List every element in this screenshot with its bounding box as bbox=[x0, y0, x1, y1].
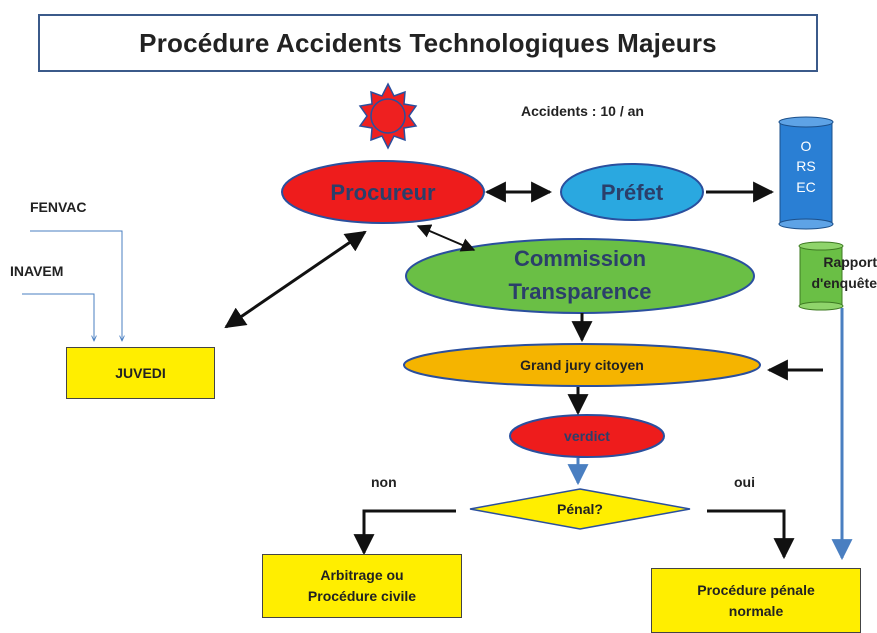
verdict-label: verdict bbox=[564, 428, 610, 444]
procedure-line-1: Procédure pénale bbox=[697, 581, 815, 598]
non-branch-arrow bbox=[353, 509, 456, 556]
commission-label: Commission Transparence bbox=[470, 242, 690, 308]
sun-icon bbox=[358, 82, 418, 150]
procureur-juvedi-arrow bbox=[224, 230, 367, 329]
commission-node bbox=[405, 238, 755, 314]
commission-line-1: Commission bbox=[513, 246, 647, 271]
penal-label: Pénal? bbox=[557, 501, 603, 517]
oui-label: oui bbox=[734, 474, 755, 490]
orsec-line-1: O bbox=[800, 138, 812, 154]
penal-decision-node bbox=[469, 488, 691, 530]
rapport-scroll-icon bbox=[798, 241, 844, 311]
fenvac-juvedi-connector bbox=[30, 230, 122, 341]
inavem-label: INAVEM bbox=[10, 263, 64, 279]
non-label: non bbox=[371, 474, 397, 490]
arbitrage-line-2: Procédure civile bbox=[307, 588, 417, 604]
orsec-scroll-icon bbox=[778, 116, 834, 230]
prefet-label: Préfet bbox=[600, 180, 664, 205]
rapport-line-2: d'enquête bbox=[811, 275, 877, 291]
grand-jury-node bbox=[403, 343, 761, 387]
fenvac-label: FENVAC bbox=[30, 199, 87, 215]
prefet-node bbox=[560, 163, 704, 221]
rapport-label: Rapport d'enquête bbox=[794, 252, 877, 294]
arbitrage-line-1: Arbitrage ou bbox=[320, 567, 404, 583]
procureur-label: Procureur bbox=[330, 180, 436, 205]
procedure-line-2: normale bbox=[728, 602, 784, 619]
commission-line-2: Transparence bbox=[508, 279, 652, 304]
rapport-line-1: Rapport bbox=[823, 254, 877, 270]
grand-jury-label: Grand jury citoyen bbox=[520, 357, 644, 373]
inavem-juvedi-connector bbox=[22, 293, 94, 341]
procureur-node bbox=[281, 160, 485, 224]
oui-branch-arrow bbox=[707, 509, 795, 560]
orsec-label: O RS EC bbox=[780, 136, 832, 197]
diagram-title: Procédure Accidents Technologiques Majeu… bbox=[139, 27, 717, 58]
arbitrage-box: Arbitrage ou Procédure civile bbox=[262, 554, 462, 618]
orsec-line-3: EC bbox=[796, 178, 816, 195]
accidents-label: Accidents : 10 / an bbox=[521, 103, 644, 119]
juvedi-box: JUVEDI bbox=[66, 347, 215, 399]
title-box: Procédure Accidents Technologiques Majeu… bbox=[38, 14, 818, 72]
procedure-penale-box: Procédure pénale normale bbox=[651, 568, 861, 633]
orsec-line-2: RS bbox=[796, 158, 816, 175]
procureur-commission-arrow bbox=[416, 224, 476, 252]
